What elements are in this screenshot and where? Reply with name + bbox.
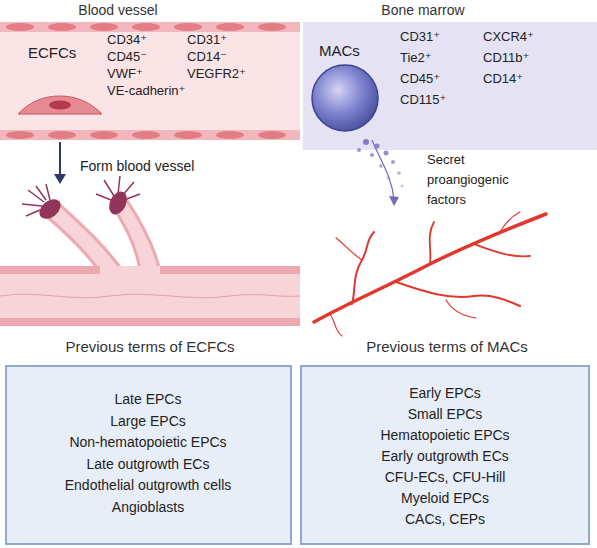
wall-cell xyxy=(258,131,286,139)
cell-name: ECFCs xyxy=(28,44,76,62)
panel-heading: Blood vessel xyxy=(78,2,157,19)
term-text: CFU-ECs, CFU-Hill xyxy=(385,469,506,486)
term-text: Endothelial outgrowth cells xyxy=(65,477,232,494)
factor-dot xyxy=(387,177,390,180)
terms-box: Previous terms of ECFCsLate EPCsLarge EP… xyxy=(5,365,292,545)
term-text: Hematopoietic EPCs xyxy=(380,427,509,444)
wall-cell xyxy=(132,23,160,31)
factor-dot xyxy=(401,185,404,188)
vessel-trunk xyxy=(314,214,546,322)
cell-marker: VWF⁺ xyxy=(107,66,143,82)
cell-marker: CD45⁺ xyxy=(400,71,440,87)
term-text: Late EPCs xyxy=(115,391,182,408)
factor-dot xyxy=(370,153,374,157)
sprout-opening xyxy=(100,266,160,274)
factor-dot xyxy=(384,151,389,156)
term-text: Myeloid EPCs xyxy=(401,490,489,507)
vessel-branch xyxy=(474,244,530,256)
cell-marker: CD31⁺ xyxy=(187,32,227,48)
vessel-panel: Blood vesselECFCsCD34⁺CD31⁺CD45⁻CD14⁻VWF… xyxy=(0,22,300,140)
arrow-head xyxy=(54,174,66,184)
wall-cell xyxy=(90,23,118,31)
arrow-label: Form blood vessel xyxy=(80,156,194,178)
cell-marker: CD14⁻ xyxy=(187,49,227,65)
factor-dot xyxy=(391,160,395,164)
cell-marker: CD14⁺ xyxy=(483,71,523,87)
secretion-arrow xyxy=(372,140,394,200)
arrow-label: Secret proangiogenic factors xyxy=(427,150,523,210)
vessel-branch xyxy=(446,300,476,318)
vessel-wall xyxy=(0,318,300,326)
cell-marker: CD11b⁺ xyxy=(483,50,529,66)
vessel-band xyxy=(0,22,300,140)
cell-nucleus xyxy=(49,101,71,110)
term-text: Early EPCs xyxy=(409,385,481,402)
wall-cell xyxy=(132,131,160,139)
tip-cell xyxy=(96,176,140,217)
vessel-lumen xyxy=(0,270,300,322)
factor-dot xyxy=(397,171,401,175)
cell-marker: VE-cadherin⁺ xyxy=(107,83,185,99)
terms-box: Previous terms of MACsEarly EPCsSmall EP… xyxy=(300,365,590,545)
factor-dot xyxy=(379,164,383,168)
arrow-head xyxy=(389,196,399,206)
factor-dot xyxy=(363,139,369,145)
down-arrow xyxy=(59,142,61,176)
marrow-band xyxy=(303,22,597,150)
cell-marker: VEGFR2⁺ xyxy=(187,66,246,82)
vasculature xyxy=(314,212,546,336)
vessel-wall xyxy=(0,266,300,274)
filopodia xyxy=(22,184,50,216)
term-text: Early outgrowth ECs xyxy=(381,448,509,465)
factor-dots xyxy=(357,139,403,187)
vessel-branch xyxy=(352,232,374,304)
term-text: Non-hematopoietic EPCs xyxy=(69,434,226,451)
vessel-branch xyxy=(396,282,520,306)
wall-cell xyxy=(174,23,202,31)
cell-marker: CXCR4⁺ xyxy=(483,29,534,45)
factor-dot xyxy=(357,148,361,152)
wall-cell xyxy=(48,23,76,31)
vessel-branch xyxy=(330,314,342,336)
term-text: Angioblasts xyxy=(112,499,184,516)
endothelial-cell xyxy=(18,96,102,114)
box-heading: Previous terms of ECFCs xyxy=(65,338,234,356)
wall-cell xyxy=(48,131,76,139)
factor-dot xyxy=(375,144,380,149)
cell-marker: Tie2⁺ xyxy=(400,50,432,66)
term-text: Small EPCs xyxy=(408,406,483,423)
box-heading: Previous terms of MACs xyxy=(366,338,528,356)
wall-cell xyxy=(6,131,34,139)
cell-outline xyxy=(0,294,300,297)
wall-cell xyxy=(6,23,34,31)
marrow-panel: Bone marrowMACsCD31⁺CXCR4⁺Tie2⁺CD11b⁺CD4… xyxy=(303,22,597,150)
wall-cell xyxy=(258,23,286,31)
term-text: Late outgrowth ECs xyxy=(87,456,210,473)
cell-marker: CD34⁺ xyxy=(107,32,147,48)
panel-heading: Bone marrow xyxy=(381,2,464,19)
vessel-wall xyxy=(0,130,300,140)
term-text: Large EPCs xyxy=(110,413,185,430)
cell-marker: CD31⁺ xyxy=(400,29,440,45)
term-text: CACs, CEPs xyxy=(405,511,485,528)
vessel-branch xyxy=(430,222,434,264)
cell-marker: CD115⁺ xyxy=(400,92,446,108)
vessel-branch xyxy=(500,212,520,232)
wall-cells xyxy=(6,23,286,139)
vessel-wall xyxy=(0,22,300,32)
cell-name: MACs xyxy=(319,42,360,60)
tip-cell xyxy=(22,184,64,223)
wall-cell xyxy=(216,131,244,139)
cell-marker: CD45⁻ xyxy=(107,49,147,65)
vessel-branch xyxy=(336,238,362,260)
filopodia xyxy=(96,176,140,200)
vessel-cells xyxy=(0,294,300,297)
wall-cell xyxy=(216,23,244,31)
wall-cell xyxy=(174,131,202,139)
wall-cell xyxy=(90,131,118,139)
mac-cell xyxy=(312,65,378,131)
